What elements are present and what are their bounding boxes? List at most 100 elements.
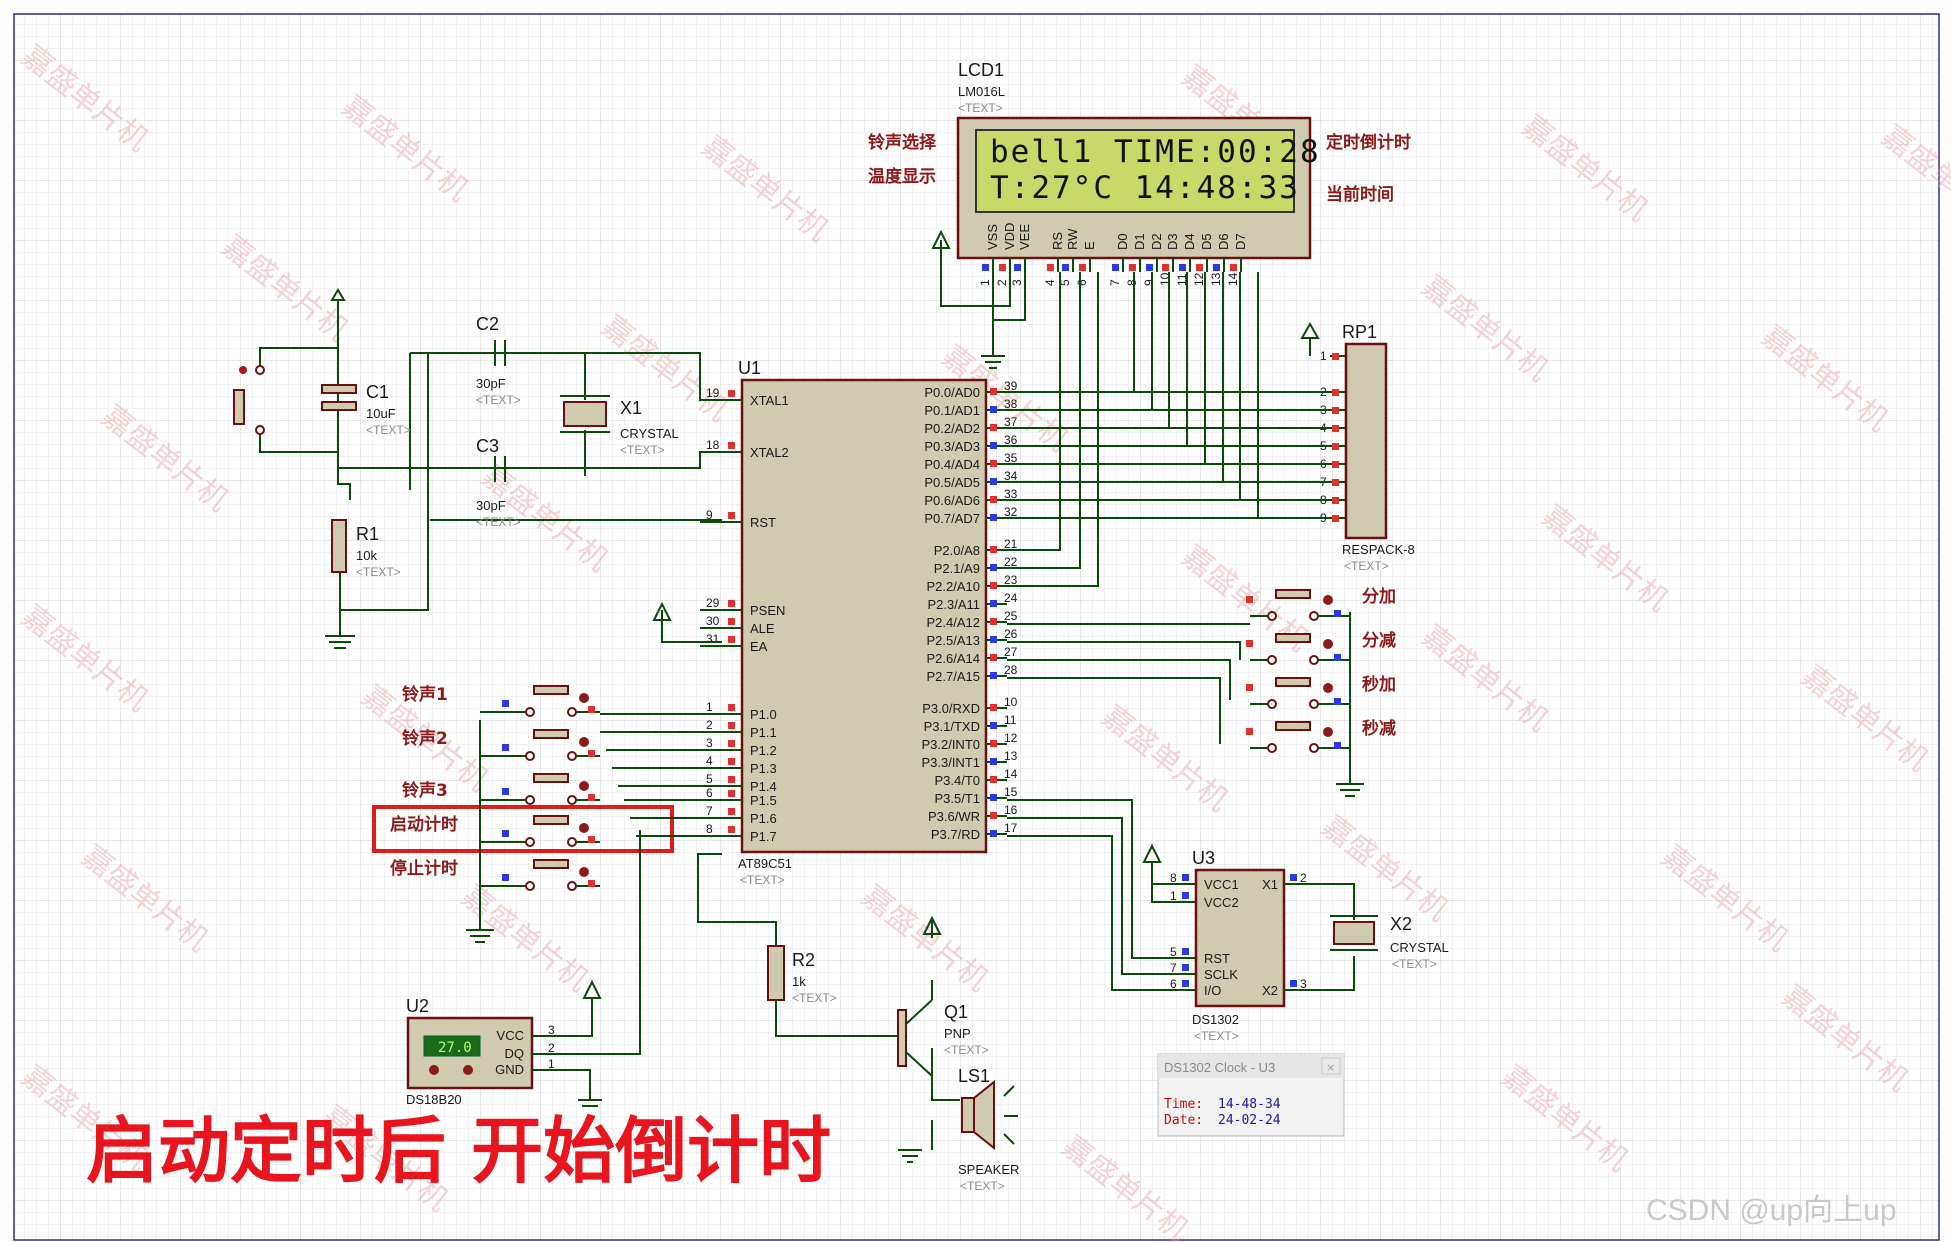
lcd-pin-name: D7 <box>1233 233 1248 250</box>
u1-right-pins: 39P0.0/AD038P0.1/AD137P0.2/AD236P0.3/AD3… <box>921 379 1017 842</box>
resistor-r1[interactable]: R1 10k <TEXT> <box>331 519 401 579</box>
lcd-power-wiring <box>931 229 1026 369</box>
u3-pin-number: 6 <box>1170 977 1177 991</box>
push-button[interactable] <box>1246 721 1350 753</box>
clock-time-label: Time: <box>1164 1097 1203 1112</box>
pin-terminal <box>990 830 997 837</box>
lcd-pin-number: 5 <box>1058 279 1072 286</box>
capacitor-c1[interactable]: C1 10uF <TEXT> <box>321 382 411 437</box>
u3-pin-name: VCC1 <box>1204 877 1239 892</box>
u1-pin-name: P2.1/A9 <box>934 561 980 576</box>
pin-terminal <box>1182 980 1189 987</box>
pin-terminal <box>1014 264 1021 271</box>
u1-pin-name: P1.1 <box>750 725 777 740</box>
speaker-ls1[interactable]: LS1 SPEAKER <TEXT> <box>958 1066 1019 1193</box>
reset-button[interactable] <box>233 347 338 453</box>
u3-pin-number: 1 <box>1170 889 1177 903</box>
u2-ref: U2 <box>406 996 429 1016</box>
u1-pin-name: P0.4/AD4 <box>924 457 980 472</box>
u1-pin-number: 2 <box>706 718 713 732</box>
resistor-r2[interactable]: R2 1k <TEXT> <box>767 945 837 1005</box>
buzzer-driver <box>697 853 960 1163</box>
label-bell2: 铃声2 <box>402 728 448 749</box>
u1-pin-name: P1.6 <box>750 811 777 826</box>
u2-pin-number: 2 <box>548 1041 555 1055</box>
r1-value: 10k <box>356 548 377 563</box>
ds1302-clock-popup[interactable]: DS1302 Clock - U3 × Time: 14-48-34 Date:… <box>1157 1053 1345 1137</box>
u1-pin-number: 33 <box>1004 487 1018 501</box>
push-button[interactable] <box>1246 677 1350 709</box>
pin-terminal <box>990 424 997 431</box>
push-button[interactable] <box>1246 589 1350 621</box>
pin-terminal <box>1332 515 1339 522</box>
pin-terminal <box>1196 264 1203 271</box>
u1-pin-name: P0.3/AD3 <box>924 439 980 454</box>
lcd-pin-number: 2 <box>995 279 1009 286</box>
push-button[interactable] <box>480 685 600 717</box>
pin-terminal <box>728 776 735 783</box>
lcd-pin-name: D2 <box>1149 233 1164 250</box>
u1-pin-number: 21 <box>1004 537 1018 551</box>
lcd-pin-number: 7 <box>1108 279 1122 286</box>
crystal-x2[interactable]: X2 CRYSTAL <TEXT> <box>1330 914 1449 971</box>
u1-pin-number: 35 <box>1004 451 1018 465</box>
u1-pin-number: 31 <box>706 632 720 646</box>
u1-pin-name: P1.0 <box>750 707 777 722</box>
pin-terminal <box>502 744 509 751</box>
lcd-component[interactable]: LCD1 LM016L <TEXT> bell1 TIME:00:28 T:27… <box>956 60 1321 286</box>
push-button[interactable] <box>480 729 600 761</box>
pin-terminal <box>728 808 735 815</box>
pin-terminal <box>728 826 735 833</box>
pin-terminal <box>990 546 997 553</box>
u1-pin-number: 24 <box>1004 591 1018 605</box>
push-button[interactable] <box>480 859 600 891</box>
right-button-group <box>1246 589 1350 753</box>
pin-terminal <box>588 750 595 757</box>
u1-pin-number: 36 <box>1004 433 1018 447</box>
pin-terminal <box>502 830 509 837</box>
lcd-pin-number: 1 <box>978 279 992 286</box>
push-button[interactable] <box>480 773 600 805</box>
u1-pin-name: P1.4 <box>750 779 777 794</box>
pin-terminal <box>588 794 595 801</box>
pin-terminal <box>1332 497 1339 504</box>
u1-pin-number: 15 <box>1004 785 1018 799</box>
pin-terminal <box>990 794 997 801</box>
label-stop-timer: 停止计时 <box>390 858 458 879</box>
c2-text-tag: <TEXT> <box>476 393 521 407</box>
u1-pin-name: P1.2 <box>750 743 777 758</box>
pin-terminal <box>1246 596 1253 603</box>
capacitor-c2[interactable]: C2 30pF <TEXT> <box>476 314 521 407</box>
pin-terminal <box>1129 264 1136 271</box>
pin-terminal <box>990 496 997 503</box>
clock-popup-close-button[interactable] <box>1321 1057 1341 1075</box>
pin-terminal <box>1290 980 1297 987</box>
u1-pin-name: P3.7/RD <box>931 827 980 842</box>
u3-pin-name: I/O <box>1204 983 1221 998</box>
pin-terminal <box>728 618 735 625</box>
u1-pin-name: RST <box>750 515 776 530</box>
start-timer-highlight <box>372 805 674 853</box>
pin-terminal <box>990 672 997 679</box>
pin-terminal <box>502 700 509 707</box>
x2-ref: X2 <box>1390 914 1412 934</box>
capacitor-c3[interactable]: C3 30pF <TEXT> <box>476 436 521 529</box>
crystal-x1[interactable]: X1 CRYSTAL <TEXT> <box>560 395 679 457</box>
push-button[interactable] <box>480 815 600 847</box>
label-start-timer: 启动计时 <box>390 814 458 835</box>
lcd-pin-number: 6 <box>1075 279 1089 286</box>
pin-terminal <box>990 514 997 521</box>
pin-terminal <box>728 790 735 797</box>
r2-body <box>767 945 785 1001</box>
transistor-q1[interactable]: Q1 PNP <TEXT> <box>897 999 989 1077</box>
push-button[interactable] <box>1246 633 1350 665</box>
u1-pin-name: P0.0/AD0 <box>924 385 980 400</box>
lcd-pin-name: D6 <box>1216 233 1231 250</box>
u1-pin-number: 5 <box>706 772 713 786</box>
pin-terminal <box>1230 264 1237 271</box>
u1-pin-name: XTAL2 <box>750 445 789 460</box>
u1-pin-name: P2.7/A15 <box>927 669 981 684</box>
